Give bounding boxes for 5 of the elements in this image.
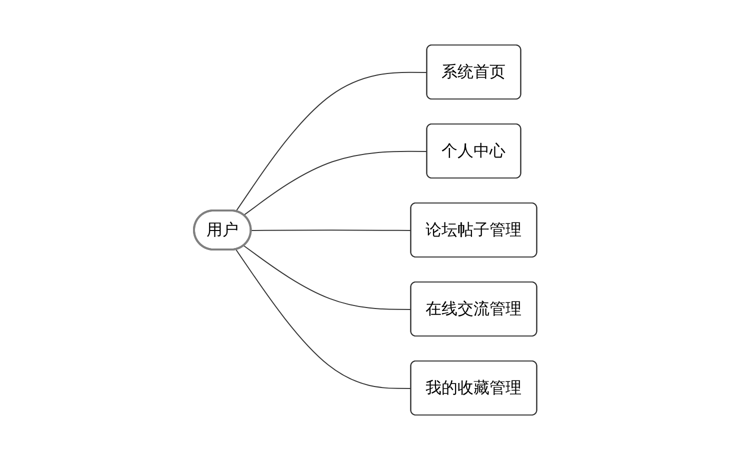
connector [243,150,428,216]
connector [236,72,428,212]
connector [250,230,412,231]
connector [243,245,412,310]
connector [236,249,412,389]
